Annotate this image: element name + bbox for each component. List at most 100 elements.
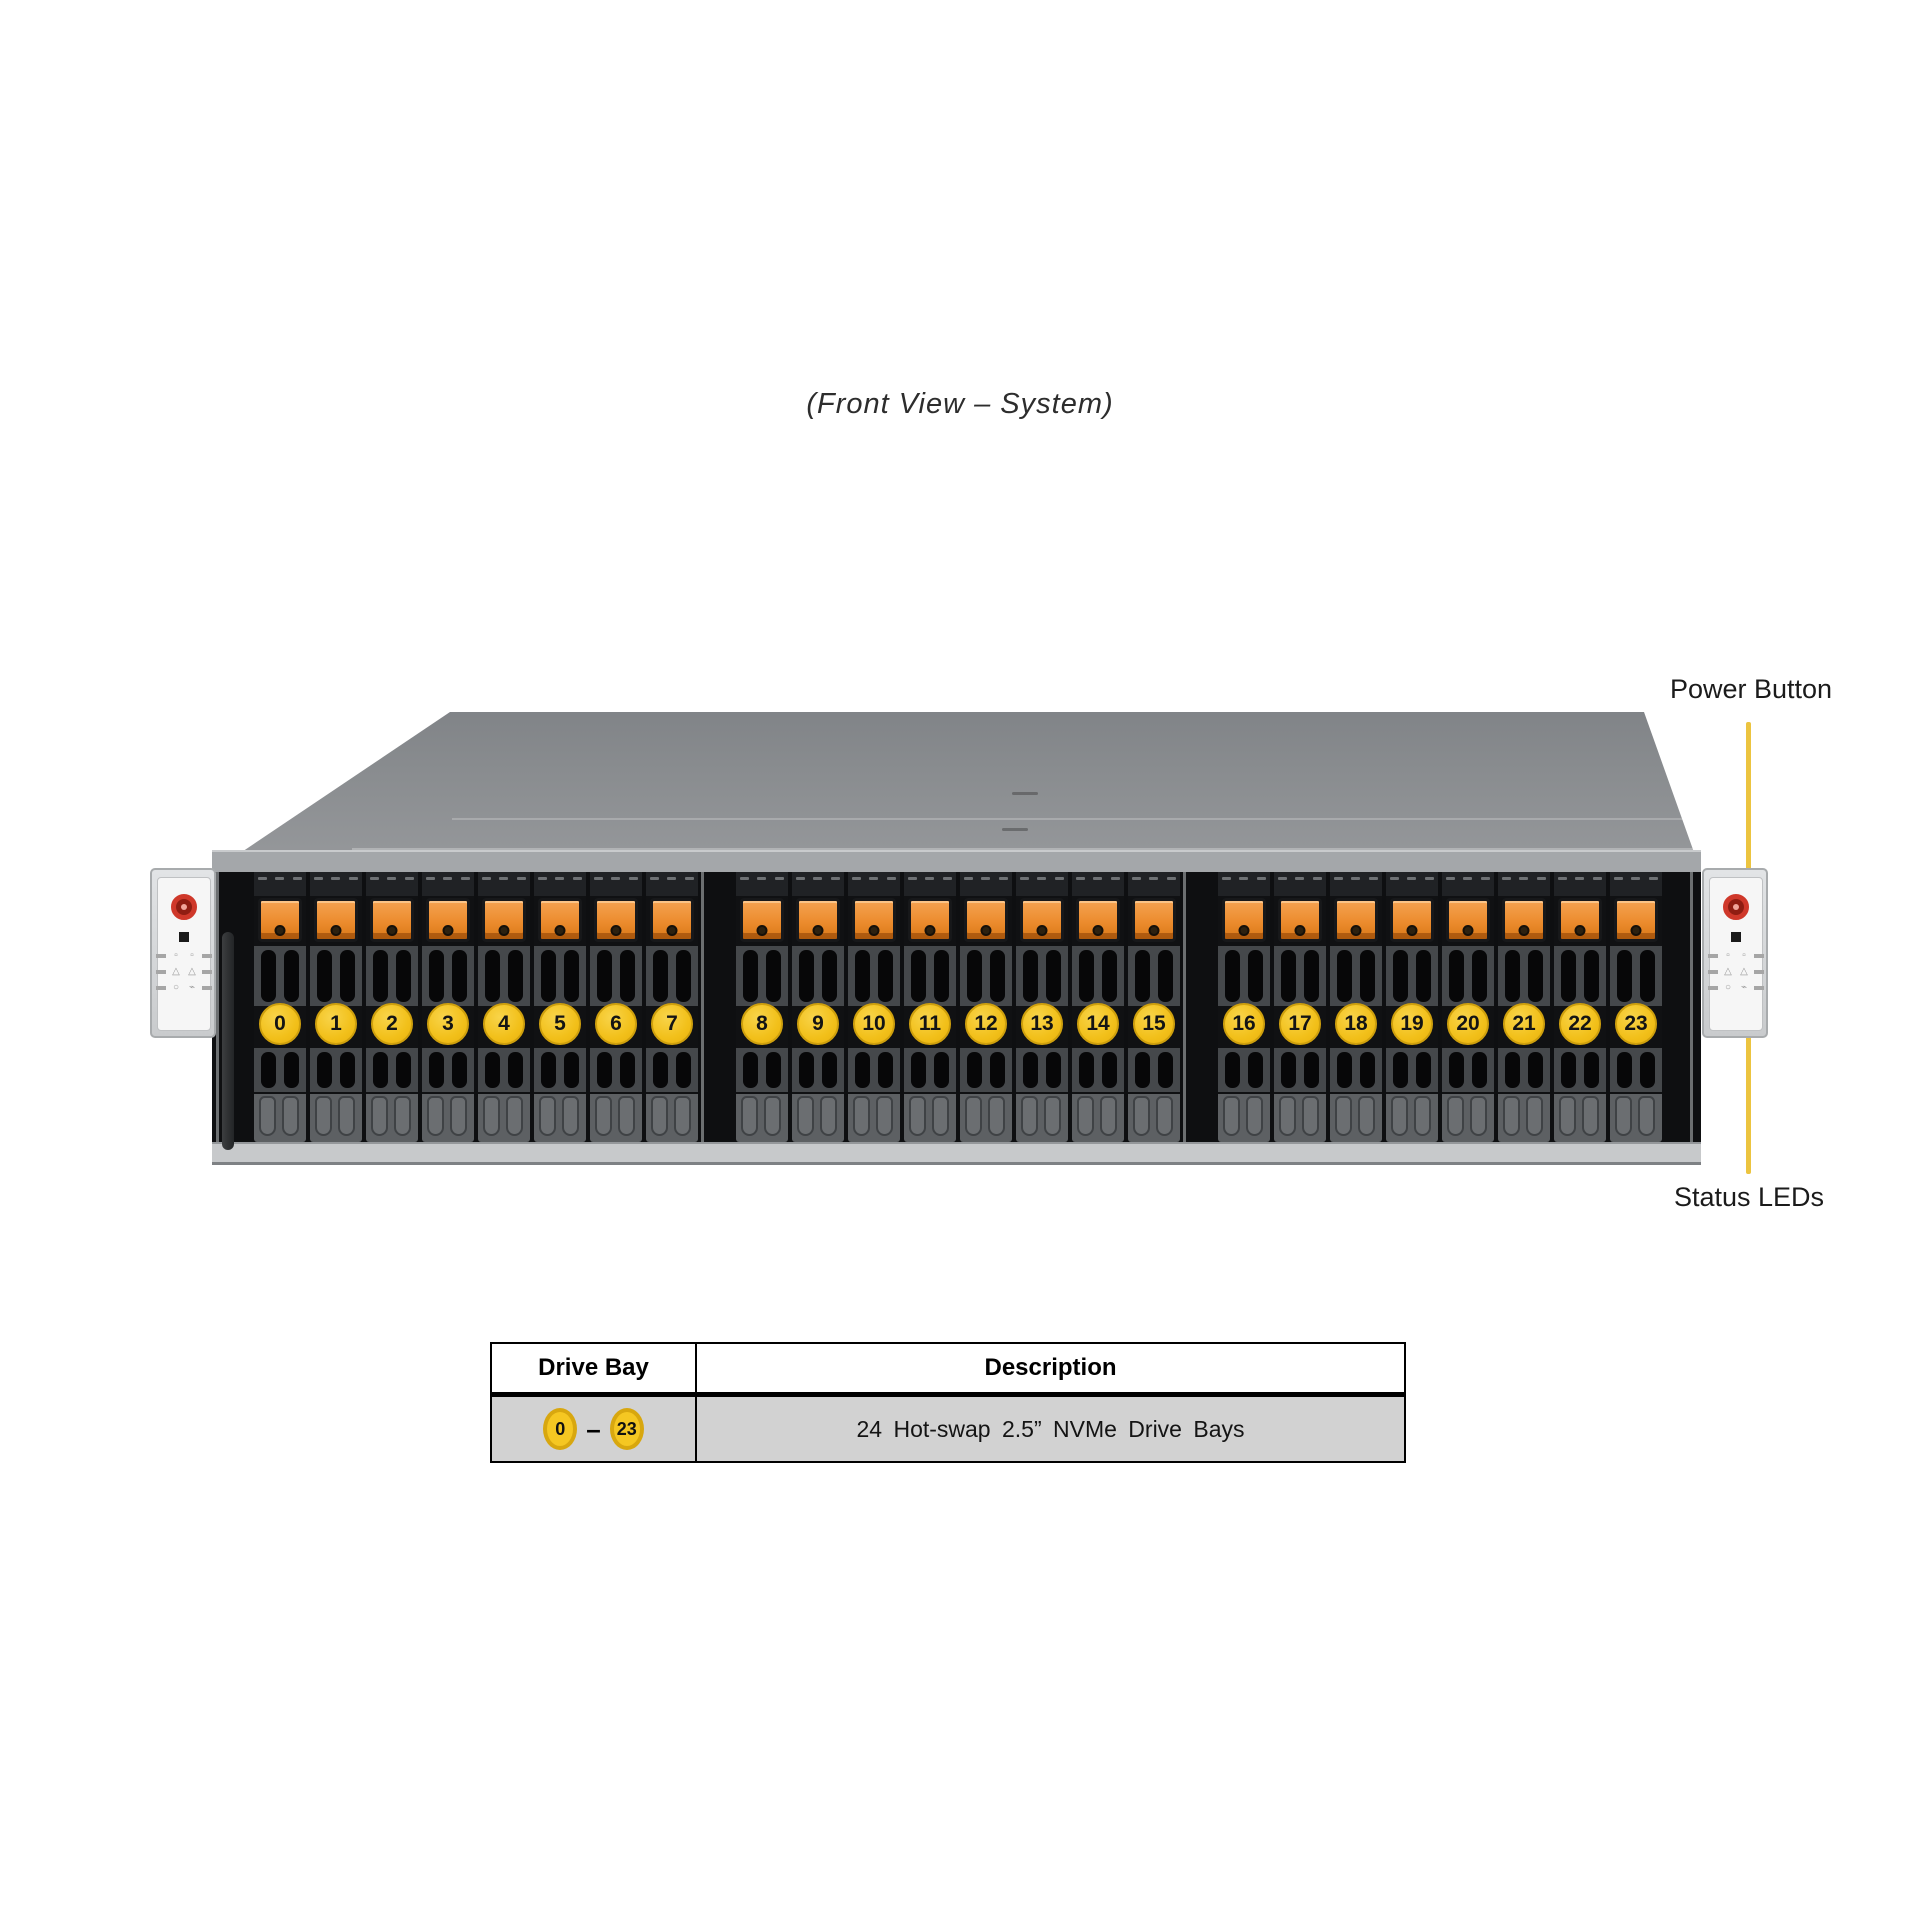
lid-seam <box>352 848 1701 850</box>
drive-tray: 23 <box>1610 872 1662 1142</box>
status-led-icon: ▫ <box>1742 950 1746 961</box>
latch-keyhole-icon <box>442 925 454 936</box>
drive-latch-icon <box>1278 898 1322 942</box>
tray-vents <box>478 946 530 1006</box>
tray-foot <box>1330 1094 1382 1142</box>
tray-vent-top <box>534 872 586 896</box>
tray-foot <box>904 1094 956 1142</box>
drive-number-badge: 0 <box>259 1003 301 1045</box>
tray-vents <box>1072 946 1124 1006</box>
tray-vents <box>646 1048 698 1092</box>
latch-keyhole-icon <box>980 925 992 936</box>
uid-button-icon <box>179 932 189 942</box>
drive-tray: 17 <box>1274 872 1326 1142</box>
tray-foot <box>310 1094 362 1142</box>
tray-vents <box>1218 1048 1270 1092</box>
tray-foot <box>1016 1094 1068 1142</box>
tray-vents <box>310 1048 362 1092</box>
lid-seam <box>452 818 1701 820</box>
tray-foot <box>848 1094 900 1142</box>
tray-vents <box>1442 1048 1494 1092</box>
uid-button-icon <box>1731 932 1741 942</box>
drive-number-badge: 13 <box>1021 1003 1063 1045</box>
latch-keyhole-icon <box>386 925 398 936</box>
latch-keyhole-icon <box>554 925 566 936</box>
drive-number-badge: 21 <box>1503 1003 1545 1045</box>
drive-tray: 19 <box>1386 872 1438 1142</box>
table-header-row: Drive Bay Description <box>492 1344 1404 1392</box>
latch-keyhole-icon <box>498 925 510 936</box>
tray-foot <box>1554 1094 1606 1142</box>
drive-latch-icon <box>796 898 840 942</box>
tray-vents <box>534 1048 586 1092</box>
status-led-icon: ⌁ <box>1740 982 1748 993</box>
drive-number-badge: 3 <box>427 1003 469 1045</box>
status-led-icon: ○ <box>172 982 180 993</box>
power-button-leader-line <box>1746 722 1751 874</box>
tray-vent-top <box>1218 872 1270 896</box>
tray-vent-top <box>1386 872 1438 896</box>
drive-group-divider <box>701 872 704 1142</box>
latch-keyhole-icon <box>756 925 768 936</box>
tray-vents <box>1498 1048 1550 1092</box>
tray-vents <box>254 946 306 1006</box>
status-led-row: ▫▫ <box>156 950 212 962</box>
drive-latch-icon <box>1334 898 1378 942</box>
bay-description: 24 Hot-swap 2.5” NVMe Drive Bays <box>856 1415 1245 1442</box>
tray-vent-top <box>1274 872 1326 896</box>
tray-vents <box>1218 946 1270 1006</box>
status-led-icon: △ <box>1740 966 1748 977</box>
drive-latch-icon <box>1076 898 1120 942</box>
status-leds-leader-line <box>1746 1028 1751 1174</box>
drive-tray: 21 <box>1498 872 1550 1142</box>
tray-vents <box>646 946 698 1006</box>
drive-number-badge: 7 <box>651 1003 693 1045</box>
latch-keyhole-icon <box>330 925 342 936</box>
tray-vents <box>1274 1048 1326 1092</box>
latch-keyhole-icon <box>1350 925 1362 936</box>
tray-foot <box>1442 1094 1494 1142</box>
drive-tray: 18 <box>1330 872 1382 1142</box>
tray-foot <box>254 1094 306 1142</box>
chassis-inner-edge <box>216 872 219 1142</box>
tray-vent-top <box>1072 872 1124 896</box>
drive-tray: 12 <box>960 872 1012 1142</box>
drive-number-badge: 18 <box>1335 1003 1377 1045</box>
tray-vent-top <box>848 872 900 896</box>
latch-keyhole-icon <box>1630 925 1642 936</box>
tray-vent-top <box>904 872 956 896</box>
tray-vents <box>478 1048 530 1092</box>
range-dash: – <box>586 1414 601 1444</box>
drive-number-badge: 10 <box>853 1003 895 1045</box>
drive-number-badge: 19 <box>1391 1003 1433 1045</box>
tray-vents <box>1554 946 1606 1006</box>
tray-vents <box>1128 1048 1180 1092</box>
status-led-icon: △ <box>1724 966 1732 977</box>
drive-tray: 5 <box>534 872 586 1142</box>
drive-latch-icon <box>538 898 582 942</box>
drive-tray: 4 <box>478 872 530 1142</box>
drive-tray: 16 <box>1218 872 1270 1142</box>
status-led-icon: △ <box>172 966 180 977</box>
tray-foot <box>534 1094 586 1142</box>
bay-start-badge: 0 <box>543 1408 578 1450</box>
tray-foot <box>1128 1094 1180 1142</box>
status-leds-label: Status LEDs <box>1673 1182 1825 1212</box>
bay-end-badge: 23 <box>609 1408 644 1450</box>
tray-vent-top <box>1498 872 1550 896</box>
left-ear-bracket: ▫▫△△○⌁ <box>150 868 216 1038</box>
tray-vents <box>1442 946 1494 1006</box>
tray-vents <box>960 1048 1012 1092</box>
drive-number-badge: 20 <box>1447 1003 1489 1045</box>
drive-number-badge: 9 <box>797 1003 839 1045</box>
latch-keyhole-icon <box>812 925 824 936</box>
tray-vents <box>366 946 418 1006</box>
power-button-icon <box>171 894 197 920</box>
drive-latch-icon <box>1502 898 1546 942</box>
tray-vent-top <box>366 872 418 896</box>
status-led-icon: △ <box>188 966 196 977</box>
tray-vent-top <box>1610 872 1662 896</box>
